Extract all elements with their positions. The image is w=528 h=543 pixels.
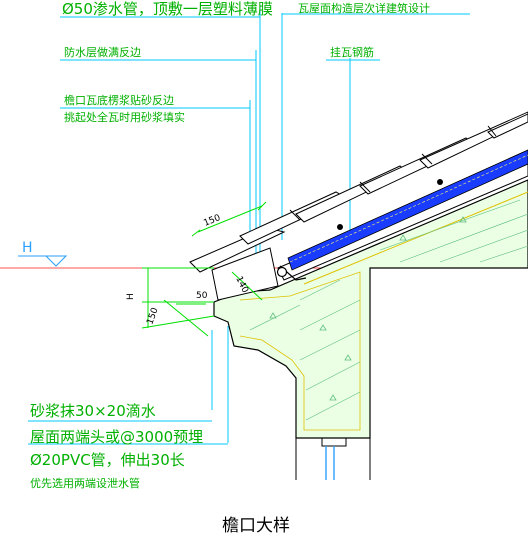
roof-layers: [276, 149, 528, 281]
leader-lines: [28, 5, 470, 445]
concrete-hatch: [249, 199, 528, 421]
concrete-structure: [213, 179, 528, 480]
note-tile-bar: 挂瓦钢筋: [330, 45, 374, 59]
note-both-ends: 优先选用两端设泄水管: [30, 476, 140, 490]
eave-mortar-block: [211, 247, 279, 301]
window-head: [321, 437, 347, 447]
roof-tiles: [189, 111, 528, 301]
beam-inner-line: [239, 271, 361, 431]
aggregate-triangles: [269, 216, 467, 401]
dimension-lines: [141, 201, 267, 337]
tile-bar-1: [337, 224, 343, 230]
annotations: Ø50渗水管，顶敷一层塑料薄膜 防水层做满反边 檐口瓦底楞浆贴砂反边 挑起处全瓦…: [30, 0, 430, 490]
drawing-title: 檐口大样: [222, 516, 290, 536]
note-drain-pipe: Ø50渗水管，顶敷一层塑料薄膜: [62, 0, 273, 18]
level-label: H: [22, 240, 33, 256]
tile-bar-2: [437, 179, 443, 185]
drain-pipe: [276, 266, 288, 278]
note-eave-tile: 檐口瓦底楞浆贴砂反边: [64, 93, 174, 107]
slab-inner-line: [303, 191, 528, 285]
insulation-layer: [287, 149, 528, 271]
note-pvc-size: Ø20PVC管，伸出30长: [30, 451, 185, 469]
dim-h: H: [126, 293, 136, 300]
note-roof-layers: 瓦屋面构造层次详建筑设计: [298, 1, 430, 15]
note-pvc-pipe: 屋面两端头或@3000预埋: [30, 428, 203, 446]
level-triangle: [18, 255, 68, 267]
eave-tile: [189, 227, 286, 273]
concrete-beam: [213, 179, 528, 439]
note-drip: 砂浆抹30×20滴水: [30, 402, 156, 420]
note-waterproof: 防水层做满反边: [64, 45, 141, 59]
dim-50: 50: [196, 291, 208, 301]
note-mortar-fill: 挑起处全瓦时用砂浆填实: [64, 110, 185, 124]
